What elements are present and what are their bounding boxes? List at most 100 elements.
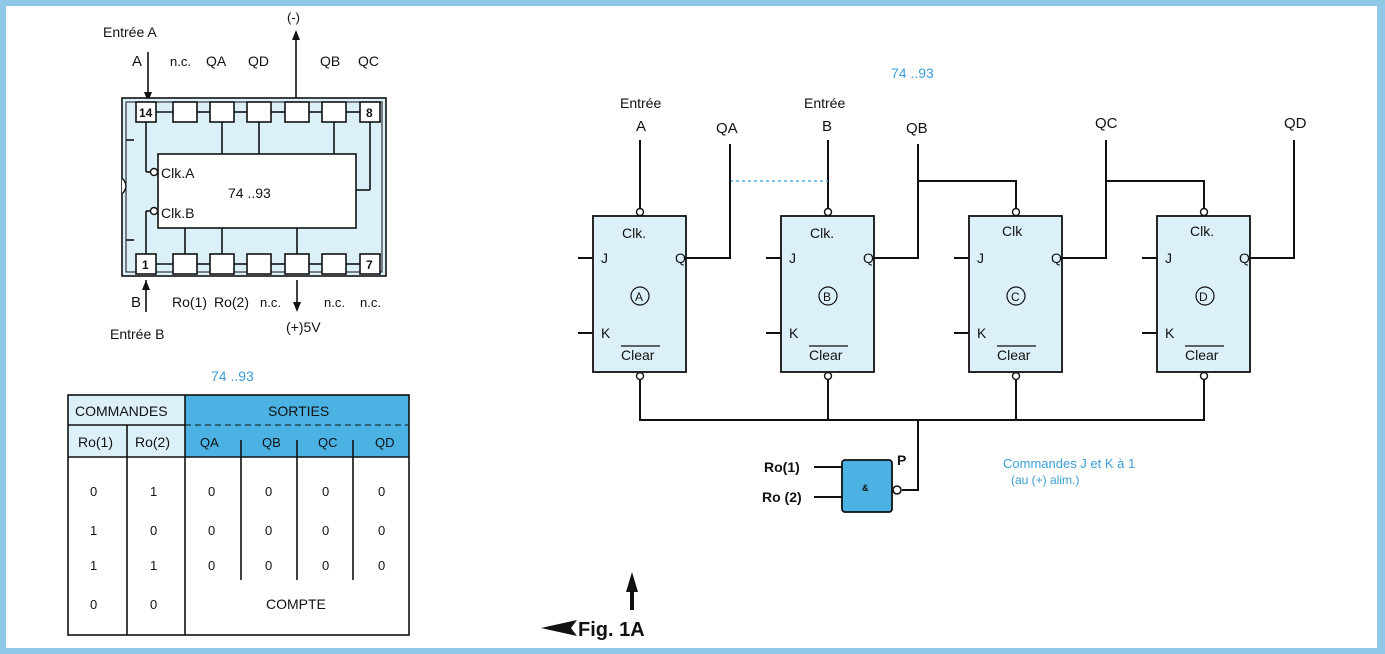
svg-text:Clk.: Clk.	[622, 225, 646, 241]
pin-label-qc: QC	[358, 53, 379, 69]
col-ro2: Ro(2)	[135, 434, 170, 450]
wire-qc-to-d	[1106, 180, 1205, 208]
compte-label: COMPTE	[266, 596, 326, 612]
wire-gate-output	[902, 420, 919, 491]
svg-text:0: 0	[150, 523, 157, 538]
gate-input-ro1: Ro(1)	[764, 459, 800, 475]
svg-text:A: A	[635, 290, 643, 304]
col-ro1: Ro(1)	[78, 434, 113, 450]
svg-text:Clear: Clear	[809, 347, 843, 363]
svg-text:Clk.: Clk.	[1190, 223, 1214, 239]
pin-label-ro2: Ro(2)	[214, 294, 249, 310]
table-row: 1 0 0 0 0 0	[90, 523, 385, 538]
top-pins	[135, 101, 381, 123]
input-a-entree: Entrée	[620, 95, 661, 111]
arrow-a-head	[144, 92, 152, 102]
pin-label-qd: QD	[248, 53, 269, 69]
arrow-b-head	[142, 280, 150, 290]
pin-label-qb: QB	[320, 53, 340, 69]
pin-label-qa: QA	[206, 53, 227, 69]
svg-text:J: J	[977, 250, 984, 266]
svg-text:0: 0	[208, 558, 215, 573]
plus5v-label: (+)5V	[286, 319, 321, 335]
input-a-letter: A	[636, 118, 646, 135]
clk-b-label: Clk.B	[161, 205, 194, 221]
svg-text:0: 0	[265, 558, 272, 573]
col-qc: QC	[318, 435, 338, 450]
entree-b-label: Entrée B	[110, 326, 164, 342]
svg-text:K: K	[789, 325, 799, 341]
nand-gate	[841, 459, 893, 513]
pin-label-a: A	[132, 53, 142, 70]
arrow-left-icon	[541, 620, 577, 636]
arrow-minus-head	[292, 30, 300, 40]
svg-text:1: 1	[90, 558, 97, 573]
svg-text:0: 0	[378, 484, 385, 499]
clk-a-label: Clk.A	[161, 165, 195, 181]
col-qd: QD	[375, 435, 395, 450]
svg-text:0: 0	[150, 597, 157, 612]
svg-text:Q: Q	[1239, 250, 1250, 266]
svg-text:Clk.: Clk.	[810, 225, 834, 241]
pin14-label: 14	[139, 106, 153, 120]
pin-label-nc-3: n.c.	[360, 295, 381, 310]
svg-text:0: 0	[265, 484, 272, 499]
svg-text:Clear: Clear	[997, 347, 1031, 363]
col-qb: QB	[262, 435, 281, 450]
bottom-pins	[135, 253, 381, 275]
svg-text:Clk: Clk	[1002, 223, 1023, 239]
pin-label-minus: (-)	[287, 10, 300, 25]
note-line-1: Commandes J et K à 1	[1003, 456, 1135, 471]
gate-input-ro2: Ro (2)	[762, 489, 802, 505]
chip-label: 74 ..93	[228, 185, 271, 201]
svg-text:0: 0	[208, 523, 215, 538]
input-b-letter: B	[822, 118, 832, 135]
pin1-label: 1	[142, 258, 149, 272]
svg-text:D: D	[1199, 290, 1208, 304]
counter-schematic: 74 ..93 Entrée A Entrée B QA QB QC QD Cl…	[578, 65, 1307, 513]
svg-text:1: 1	[150, 484, 157, 499]
svg-text:0: 0	[90, 484, 97, 499]
table-row: 0 1 0 0 0 0	[90, 484, 385, 499]
table-title: 74 ..93	[211, 368, 254, 384]
wire-qc	[1062, 140, 1107, 259]
input-b-entree: Entrée	[804, 95, 845, 111]
col-qa: QA	[200, 435, 219, 450]
pin-label-nc-1: n.c.	[260, 295, 281, 310]
pin-label-ro1: Ro(1)	[172, 294, 207, 310]
svg-text:Clear: Clear	[621, 347, 655, 363]
output-qd: QD	[1284, 115, 1307, 132]
pin-label-b: B	[131, 294, 141, 311]
svg-text:J: J	[789, 250, 796, 266]
pin8-label: 8	[366, 106, 373, 120]
svg-text:B: B	[823, 290, 831, 304]
gate-p-label: P	[897, 452, 906, 468]
figure-caption-text: Fig. 1A	[578, 619, 645, 641]
pin-label-nc-2: n.c.	[324, 295, 345, 310]
gate-symbol: &	[862, 483, 869, 493]
svg-text:1: 1	[150, 558, 157, 573]
output-qc: QC	[1095, 115, 1118, 132]
wire-qd	[1250, 140, 1295, 259]
nand-bubble	[892, 485, 902, 495]
svg-text:0: 0	[322, 484, 329, 499]
output-qb: QB	[906, 120, 928, 137]
svg-text:Clear: Clear	[1185, 347, 1219, 363]
table-row: 0 0 COMPTE	[90, 596, 326, 612]
sorties-header: SORTIES	[268, 403, 329, 419]
wire-qa	[686, 144, 731, 259]
output-qa: QA	[716, 120, 738, 137]
svg-text:J: J	[601, 250, 608, 266]
svg-text:0: 0	[90, 597, 97, 612]
counter-title: 74 ..93	[891, 65, 934, 81]
clear-bus	[639, 380, 1205, 421]
svg-text:0: 0	[208, 484, 215, 499]
ic-pinout: Entrée A A n.c. QA QD (-) QB QC 74 ..93 …	[103, 10, 387, 342]
svg-text:Q: Q	[863, 250, 874, 266]
svg-text:0: 0	[322, 558, 329, 573]
svg-text:J: J	[1165, 250, 1172, 266]
chip-inner	[157, 153, 357, 229]
arrow-up-icon	[626, 572, 638, 610]
package-notch	[121, 177, 127, 195]
